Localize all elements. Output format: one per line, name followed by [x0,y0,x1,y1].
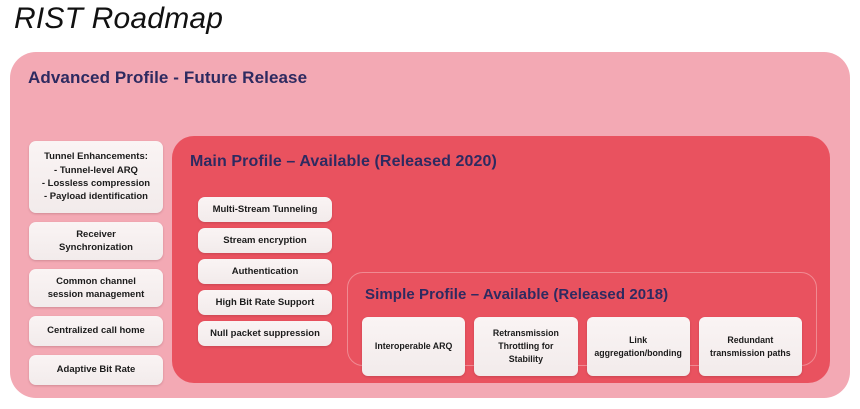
advanced-feature-card: Centralized call home [29,316,163,346]
main-feature-card: Stream encryption [198,228,332,253]
simple-feature-card: Redundant transmission paths [698,317,802,376]
main-profile-panel: Main Profile – Available (Released 2020)… [172,136,830,383]
advanced-feature-card: Adaptive Bit Rate [29,355,163,385]
advanced-profile-panel: Advanced Profile - Future Release Tunnel… [10,52,850,398]
main-profile-heading: Main Profile – Available (Released 2020) [190,153,497,170]
simple-feature-card: Retransmission Throttling for Stability [474,317,578,376]
advanced-feature-card: Common channel session management [29,269,163,307]
advanced-feature-card: Receiver Synchronization [29,222,163,260]
main-feature-card: Multi-Stream Tunneling [198,197,332,222]
main-feature-card: High Bit Rate Support [198,290,332,315]
page-title: RIST Roadmap [14,2,224,35]
advanced-profile-feature-list: Tunnel Enhancements: - Tunnel-level ARQ … [29,141,163,385]
advanced-feature-card: Tunnel Enhancements: - Tunnel-level ARQ … [29,141,163,213]
simple-profile-feature-list: Interoperable ARQ Retransmission Throttl… [362,317,802,376]
simple-profile-panel: Simple Profile – Available (Released 201… [347,272,817,376]
main-feature-card: Null packet suppression [198,321,332,346]
advanced-profile-heading: Advanced Profile - Future Release [28,68,308,87]
simple-feature-card: Interoperable ARQ [362,317,466,376]
simple-profile-heading: Simple Profile – Available (Released 201… [365,286,669,303]
simple-feature-card: Link aggregation/bonding [586,317,690,376]
main-profile-feature-list: Multi-Stream Tunneling Stream encryption… [198,197,332,346]
main-feature-card: Authentication [198,259,332,284]
